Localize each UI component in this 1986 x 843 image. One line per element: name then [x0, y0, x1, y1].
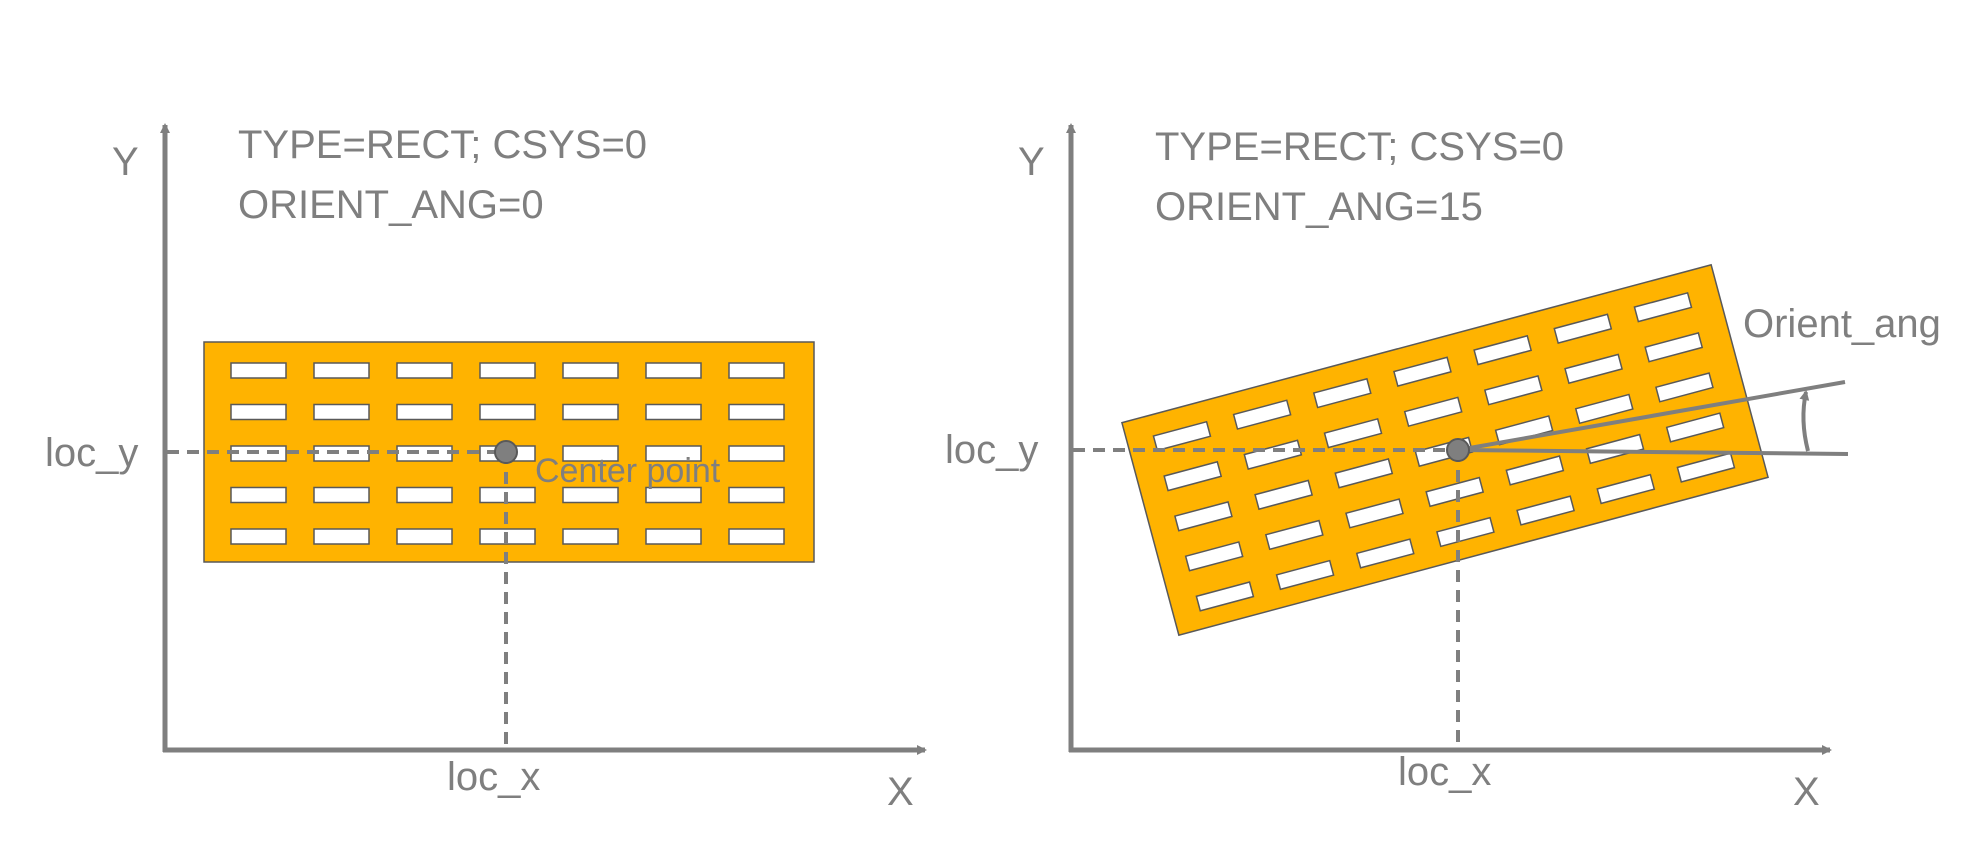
plate-slot: [728, 486, 785, 504]
plate-slot: [1254, 479, 1314, 511]
plate-slot: [396, 528, 453, 545]
left-center-point-label: Center point: [535, 452, 721, 490]
left-loc-y-label: loc_y: [45, 431, 138, 475]
right-rotated-line: [1457, 380, 1846, 452]
plate-slot: [728, 445, 785, 462]
plate-slot: [1435, 516, 1495, 548]
plate-slot: [645, 486, 702, 504]
plate-slot: [562, 403, 619, 421]
plate-slot: [1232, 399, 1292, 430]
right-loc-x-label: loc_x: [1398, 750, 1491, 794]
plate-slot: [1644, 332, 1704, 363]
plate-slot: [1163, 460, 1223, 492]
right-y-axis-label: Y: [1018, 140, 1045, 184]
left-loc-x-label: loc_x: [447, 755, 540, 799]
plate-slot: [1312, 377, 1372, 409]
plate-slot: [728, 362, 785, 379]
plate-slot: [313, 403, 370, 421]
plate-slot: [562, 362, 619, 379]
plate-slot: [645, 528, 702, 545]
plate-slot: [1655, 372, 1714, 403]
plate-slot: [396, 486, 453, 504]
plate-slot: [645, 362, 702, 379]
plate-slot: [1264, 519, 1324, 551]
plate-slot: [1473, 334, 1533, 366]
plate-slot: [645, 445, 702, 462]
right-type-line: TYPE=RECT; CSYS=0: [1155, 125, 1564, 169]
right-angle-arc: [1799, 390, 1810, 452]
left-y-axis-label: Y: [112, 140, 139, 184]
plate-slot: [1243, 439, 1303, 470]
left-orient-line: ORIENT_ANG=0: [238, 183, 544, 227]
plate-slot: [1564, 353, 1623, 385]
plate-slot: [1633, 291, 1693, 323]
plate-slot: [313, 528, 370, 545]
plate-slot: [313, 445, 370, 462]
plate-slot: [313, 486, 370, 504]
right-center-point: [1446, 438, 1470, 462]
plate-slot: [313, 362, 370, 379]
plate-slot: [1195, 581, 1255, 612]
plate-slot: [1574, 393, 1634, 425]
plate-slot: [230, 362, 287, 379]
plate-slot: [1174, 501, 1233, 532]
right-reference-line: [1457, 448, 1849, 456]
plate-slot: [562, 528, 619, 545]
plate-slot: [1676, 452, 1736, 483]
plate-slot: [562, 445, 619, 462]
plate-slot: [479, 362, 536, 379]
plate-slot: [1184, 541, 1244, 572]
plate-slot: [728, 403, 785, 421]
plate-slot: [728, 528, 785, 545]
plate-slot: [1393, 356, 1452, 387]
plate-slot: [1355, 538, 1415, 569]
plate-slot: [230, 486, 287, 504]
plate-slot: [1553, 313, 1613, 344]
right-x-axis-label: X: [1793, 770, 1820, 814]
plate-slot: [396, 362, 453, 379]
plate-slot: [1345, 498, 1404, 529]
plate-slot: [1275, 559, 1335, 591]
plate-slot: [1596, 473, 1656, 505]
plate-slot: [1516, 495, 1576, 526]
plate-slot: [1505, 455, 1565, 486]
left-type-line: TYPE=RECT; CSYS=0: [238, 123, 647, 167]
right-loc-y-label: loc_y: [945, 428, 1038, 472]
left-center-point: [494, 440, 518, 464]
plate-slot: [230, 528, 287, 545]
plate-slot: [1152, 420, 1212, 452]
right-panel: TYPE=RECT; CSYS=0 ORIENT_ANG=15 Y X loc_…: [945, 123, 1941, 814]
plate-slot: [1585, 433, 1645, 465]
plate-slot: [230, 403, 287, 421]
left-x-axis-label: X: [887, 770, 914, 814]
plate-slot: [479, 403, 536, 421]
plate-slot: [645, 403, 702, 421]
plate-slot: [396, 403, 453, 421]
right-orient-line: ORIENT_ANG=15: [1155, 185, 1483, 229]
left-plate-body: [203, 341, 815, 563]
plate-slot: [396, 445, 453, 462]
plate-slot: [1403, 396, 1463, 428]
plate-slot: [1334, 458, 1394, 489]
plate-slot: [1665, 412, 1725, 443]
left-plate: [203, 341, 815, 563]
right-orient-ang-label: Orient_ang: [1743, 302, 1941, 346]
left-panel: TYPE=RECT; CSYS=0 ORIENT_ANG=0 Y X loc_y…: [45, 123, 927, 814]
plate-slot: [1323, 417, 1383, 449]
plate-slot: [562, 486, 619, 504]
plate-slot: [1483, 374, 1543, 406]
